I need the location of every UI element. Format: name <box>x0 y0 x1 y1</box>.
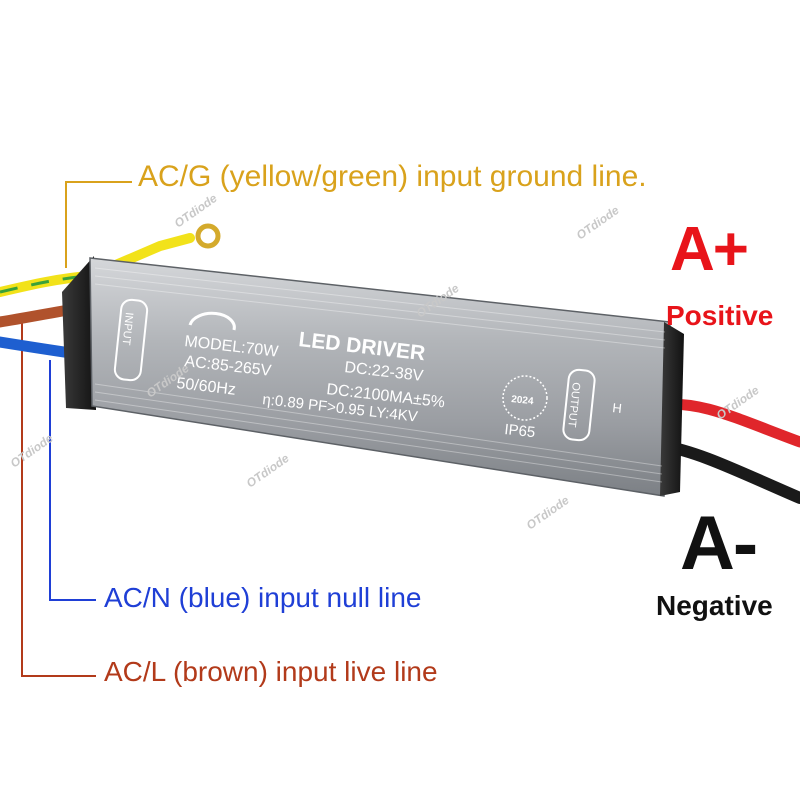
negative-label: Negative <box>656 590 773 621</box>
right-end-cap <box>660 322 684 496</box>
case-body <box>89 257 671 497</box>
live-line-label: AC/L (brown) input live line <box>104 656 438 687</box>
watermark-6: OTdiode <box>524 493 572 533</box>
logo-icon <box>188 311 236 331</box>
watermark-5: OTdiode <box>244 451 292 491</box>
negative-symbol: A- <box>680 501 758 586</box>
wire-black <box>654 439 800 504</box>
output-label: OUTPUT <box>565 382 582 429</box>
positive-symbol: A+ <box>670 215 749 284</box>
null-leader-line <box>49 360 96 601</box>
output-h-marker: H <box>612 400 623 416</box>
driver-freq: 50/60Hz <box>176 375 237 399</box>
watermark-8: OTdiode <box>8 431 56 471</box>
ground-leader-line <box>65 181 132 268</box>
positive-label: Positive <box>666 300 774 331</box>
left-end-cap <box>62 256 96 410</box>
leader-lines <box>21 181 132 677</box>
watermark-2: OTdiode <box>574 203 622 243</box>
wire-yellow-green-stripe <box>0 274 91 294</box>
led-driver-case: INPUT LED DRIVER MODEL:70W AC:85-265V 50… <box>62 256 684 497</box>
output-label-box <box>562 368 596 442</box>
input-label-box <box>113 298 149 382</box>
ground-line-label: AC/G (yellow/green) input ground line. <box>138 160 647 193</box>
input-label: INPUT <box>120 312 135 346</box>
live-leader-line <box>21 322 96 677</box>
ring-terminal <box>195 223 221 249</box>
driver-ip-rating: IP65 <box>504 421 536 441</box>
case-grooves <box>94 267 666 483</box>
driver-year: 2024 <box>511 394 535 407</box>
date-dial <box>502 375 548 421</box>
null-line-label: AC/N (blue) input null line <box>104 582 422 613</box>
